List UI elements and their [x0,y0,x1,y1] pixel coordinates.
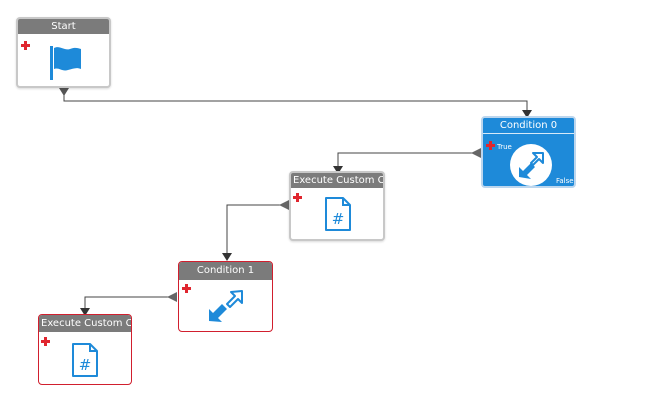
script-file-icon: # [325,197,351,231]
true-branch-label: True [497,143,512,151]
svg-text:#: # [332,210,345,228]
condition1-node[interactable]: Condition 1 [178,261,273,332]
connector-condition0-to-exec1 [337,152,472,167]
node-title: Condition 1 [179,262,272,280]
arrowhead-condition0 [522,110,532,118]
connector-start-to-condition0 [63,94,528,111]
add-icon[interactable] [182,284,191,293]
input-port-exec1 [279,200,289,210]
connector-exec1-to-condition1 [226,204,280,254]
output-port-start [59,88,69,96]
arrowhead-exec2 [80,308,90,316]
condition0-node[interactable]: Condition 0 True False [481,116,576,188]
execute-custom-code-node[interactable]: Execute Custom Co # [38,314,132,385]
node-title: Execute Custom Co [291,173,383,188]
start-node[interactable]: Start [16,17,111,88]
execute-custom-code-node[interactable]: Execute Custom Co # [289,171,385,241]
input-port-condition0 [471,148,481,158]
node-title: Start [18,19,109,34]
arrowhead-condition1 [222,253,232,261]
svg-text:#: # [79,356,92,374]
add-icon[interactable] [486,141,495,150]
flag-icon [50,46,81,80]
node-title: Execute Custom Co [39,315,131,332]
input-port-condition1 [167,292,177,302]
add-icon[interactable] [41,337,50,346]
add-icon[interactable] [21,41,30,50]
condition-arrows-icon [209,290,243,322]
script-file-icon: # [72,343,98,377]
node-title: Condition 0 [483,118,574,134]
condition-arrows-icon [510,144,552,186]
connector-condition1-to-exec2 [84,296,168,309]
add-icon[interactable] [293,193,302,202]
arrowhead-exec1 [333,166,343,174]
false-branch-label: False [556,177,574,185]
